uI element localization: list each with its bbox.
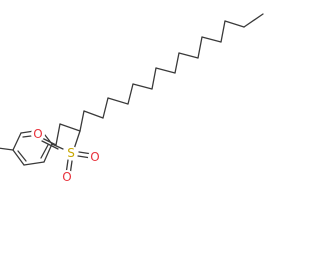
molecule-structure: O S O O <box>0 13 264 184</box>
sulfur-label: S <box>67 146 75 160</box>
alkyl-chain <box>79 13 264 132</box>
atom-aldehyde-oxygen: O <box>31 127 45 141</box>
sulfonyl-oxygen-right-label: O <box>90 150 99 164</box>
sulfonyl-oxygen-bottom-label: O <box>62 170 71 184</box>
atom-sulfur: S <box>64 146 78 160</box>
atom-sulfonyl-oxygen-bottom: O <box>60 170 74 184</box>
aldehyde-branch <box>39 123 81 150</box>
carbon-sulfur-bond <box>73 130 81 150</box>
methyl-bond <box>0 147 14 151</box>
sulfur-aryl-bond <box>51 143 64 150</box>
aldehyde-oxygen-label: O <box>33 127 42 141</box>
atom-sulfonyl-oxygen-right: O <box>88 150 102 164</box>
